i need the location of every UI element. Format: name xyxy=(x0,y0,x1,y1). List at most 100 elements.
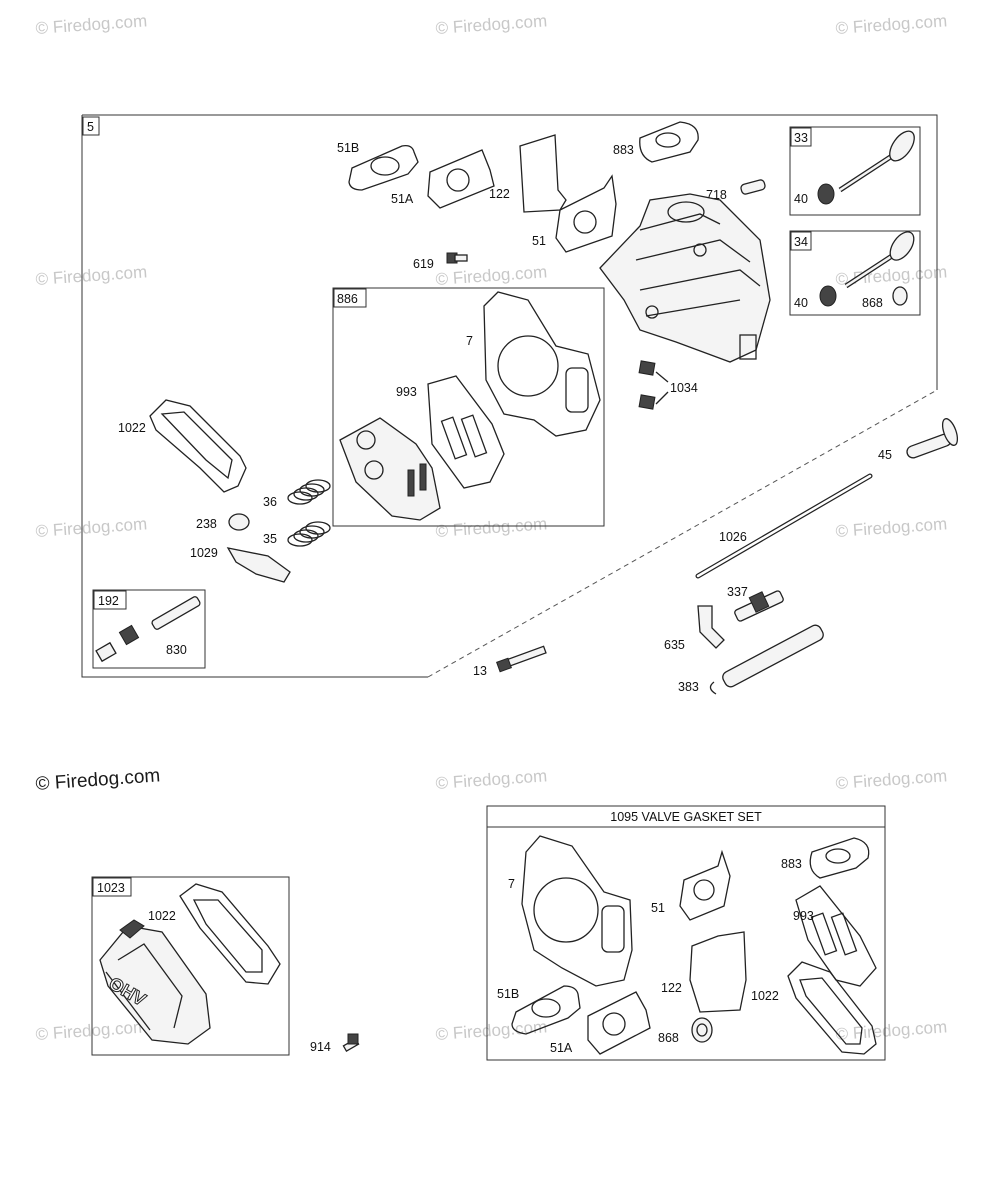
plug-238 xyxy=(228,513,250,531)
gasket-51b xyxy=(511,985,581,1035)
main-assembly: 5 51B 51A 122 883 718 51 619 xyxy=(81,114,959,695)
valve-stem-seal-icon xyxy=(95,596,201,663)
watermark-text: © Firedog.com xyxy=(835,1017,948,1044)
label-1029: 1029 xyxy=(190,546,218,560)
gasket-51 xyxy=(679,849,731,921)
gasket-1022 xyxy=(149,399,247,493)
kit-label-box xyxy=(82,116,100,136)
gasket-hole xyxy=(446,168,470,192)
kit-label-box xyxy=(790,231,812,251)
assembly-frame xyxy=(81,115,428,678)
valve-icon xyxy=(817,130,915,205)
watermarks: © Firedog.com © Firedog.com © Firedog.co… xyxy=(35,11,948,1044)
assembly-dashed-line xyxy=(427,389,938,678)
label-993: 993 xyxy=(396,385,417,399)
label-51a: 51A xyxy=(550,1041,573,1055)
gasket-993 xyxy=(795,885,877,987)
bolt-13 xyxy=(496,645,547,673)
elbow-635 xyxy=(697,605,725,649)
label-122: 122 xyxy=(661,981,682,995)
label-1022: 1022 xyxy=(751,989,779,1003)
gasket-883 xyxy=(639,121,699,163)
kit-34-label: 34 xyxy=(794,235,808,249)
bolt-619 xyxy=(446,252,468,264)
watermark-text: © Firedog.com xyxy=(435,1017,548,1044)
watermark-text: © Firedog.com xyxy=(835,766,948,793)
pin-718 xyxy=(740,179,766,195)
spark-plug-337 xyxy=(734,590,784,622)
spring-35 xyxy=(287,521,331,547)
label-383: 383 xyxy=(678,680,699,694)
label-36: 36 xyxy=(263,495,277,509)
kit-886-frame xyxy=(332,287,605,527)
kit-33-frame xyxy=(789,126,921,216)
spring-36 xyxy=(287,479,331,505)
gasket-set-1095: 1095 VALVE GASKET SET 7 51 883 993 122 1… xyxy=(486,805,886,1061)
kit-192-label: 192 xyxy=(98,594,119,608)
cylinder-head xyxy=(599,193,771,363)
gasket-51a xyxy=(587,991,651,1055)
kit-886-label: 886 xyxy=(337,292,358,306)
gasket-set-frame xyxy=(486,805,886,1061)
label-13: 13 xyxy=(473,664,487,678)
rocker-1029 xyxy=(226,547,291,583)
seal-868 xyxy=(691,1017,713,1043)
gasket-bore xyxy=(533,877,599,943)
kit-label-box xyxy=(790,127,812,147)
watermark-text: © Firedog.com xyxy=(35,1017,148,1044)
kit-34-frame xyxy=(789,230,921,316)
label-883: 883 xyxy=(781,857,802,871)
label-830: 830 xyxy=(166,643,187,657)
kit-1023-label: 1023 xyxy=(97,881,125,895)
gasket-set-title: 1095 VALVE GASKET SET xyxy=(610,810,762,824)
kit-886: 886 7 993 xyxy=(332,287,605,527)
watermark-text: © Firedog.com xyxy=(35,262,148,289)
kit-33: 33 40 xyxy=(789,126,921,216)
label-868: 868 xyxy=(862,296,883,310)
label-337: 337 xyxy=(727,585,748,599)
gasket-883 xyxy=(809,837,870,879)
label-40: 40 xyxy=(794,296,808,310)
gasket-993 xyxy=(427,375,505,489)
label-1022: 1022 xyxy=(118,421,146,435)
label-619: 619 xyxy=(413,257,434,271)
gasket-51a xyxy=(427,149,495,209)
label-1026: 1026 xyxy=(719,530,747,544)
label-7: 7 xyxy=(508,877,515,891)
watermark-text: © Firedog.com xyxy=(435,262,548,289)
label-883: 883 xyxy=(613,143,634,157)
label-868: 868 xyxy=(658,1031,679,1045)
label-7: 7 xyxy=(466,334,473,348)
kit-label-box xyxy=(93,590,127,610)
kit-192-frame xyxy=(92,589,206,669)
label-993: 993 xyxy=(793,909,814,923)
label-51b: 51B xyxy=(337,141,359,155)
kit-label-box xyxy=(333,288,367,308)
gasket-51 xyxy=(555,174,617,253)
kit-label-box xyxy=(92,877,132,897)
watermark-main: © Firedog.com xyxy=(35,765,161,795)
label-51a: 51A xyxy=(391,192,414,206)
gasket-51b xyxy=(348,144,419,191)
kit-label: 5 xyxy=(87,120,94,134)
watermark-text: © Firedog.com xyxy=(35,514,148,541)
watermark-text: © Firedog.com xyxy=(835,514,948,541)
label-51: 51 xyxy=(651,901,665,915)
plate-122 xyxy=(519,134,567,213)
label-45: 45 xyxy=(878,448,892,462)
plate-122 xyxy=(689,931,747,1013)
gasket-hole xyxy=(655,132,681,148)
watermark-text: © Firedog.com xyxy=(835,11,948,38)
gasket-1022 xyxy=(179,883,281,985)
assembly-frame xyxy=(82,114,938,390)
valve-icon xyxy=(819,231,915,307)
gasket-hole xyxy=(370,156,400,176)
label-51b: 51B xyxy=(497,987,519,1001)
kit-1023-frame xyxy=(91,876,290,1056)
kit-192: 192 830 xyxy=(92,589,206,669)
head-gasket-7 xyxy=(521,835,633,987)
label-1034: 1034 xyxy=(670,381,698,395)
label-122: 122 xyxy=(489,187,510,201)
watermark-text: © Firedog.com xyxy=(35,11,148,38)
